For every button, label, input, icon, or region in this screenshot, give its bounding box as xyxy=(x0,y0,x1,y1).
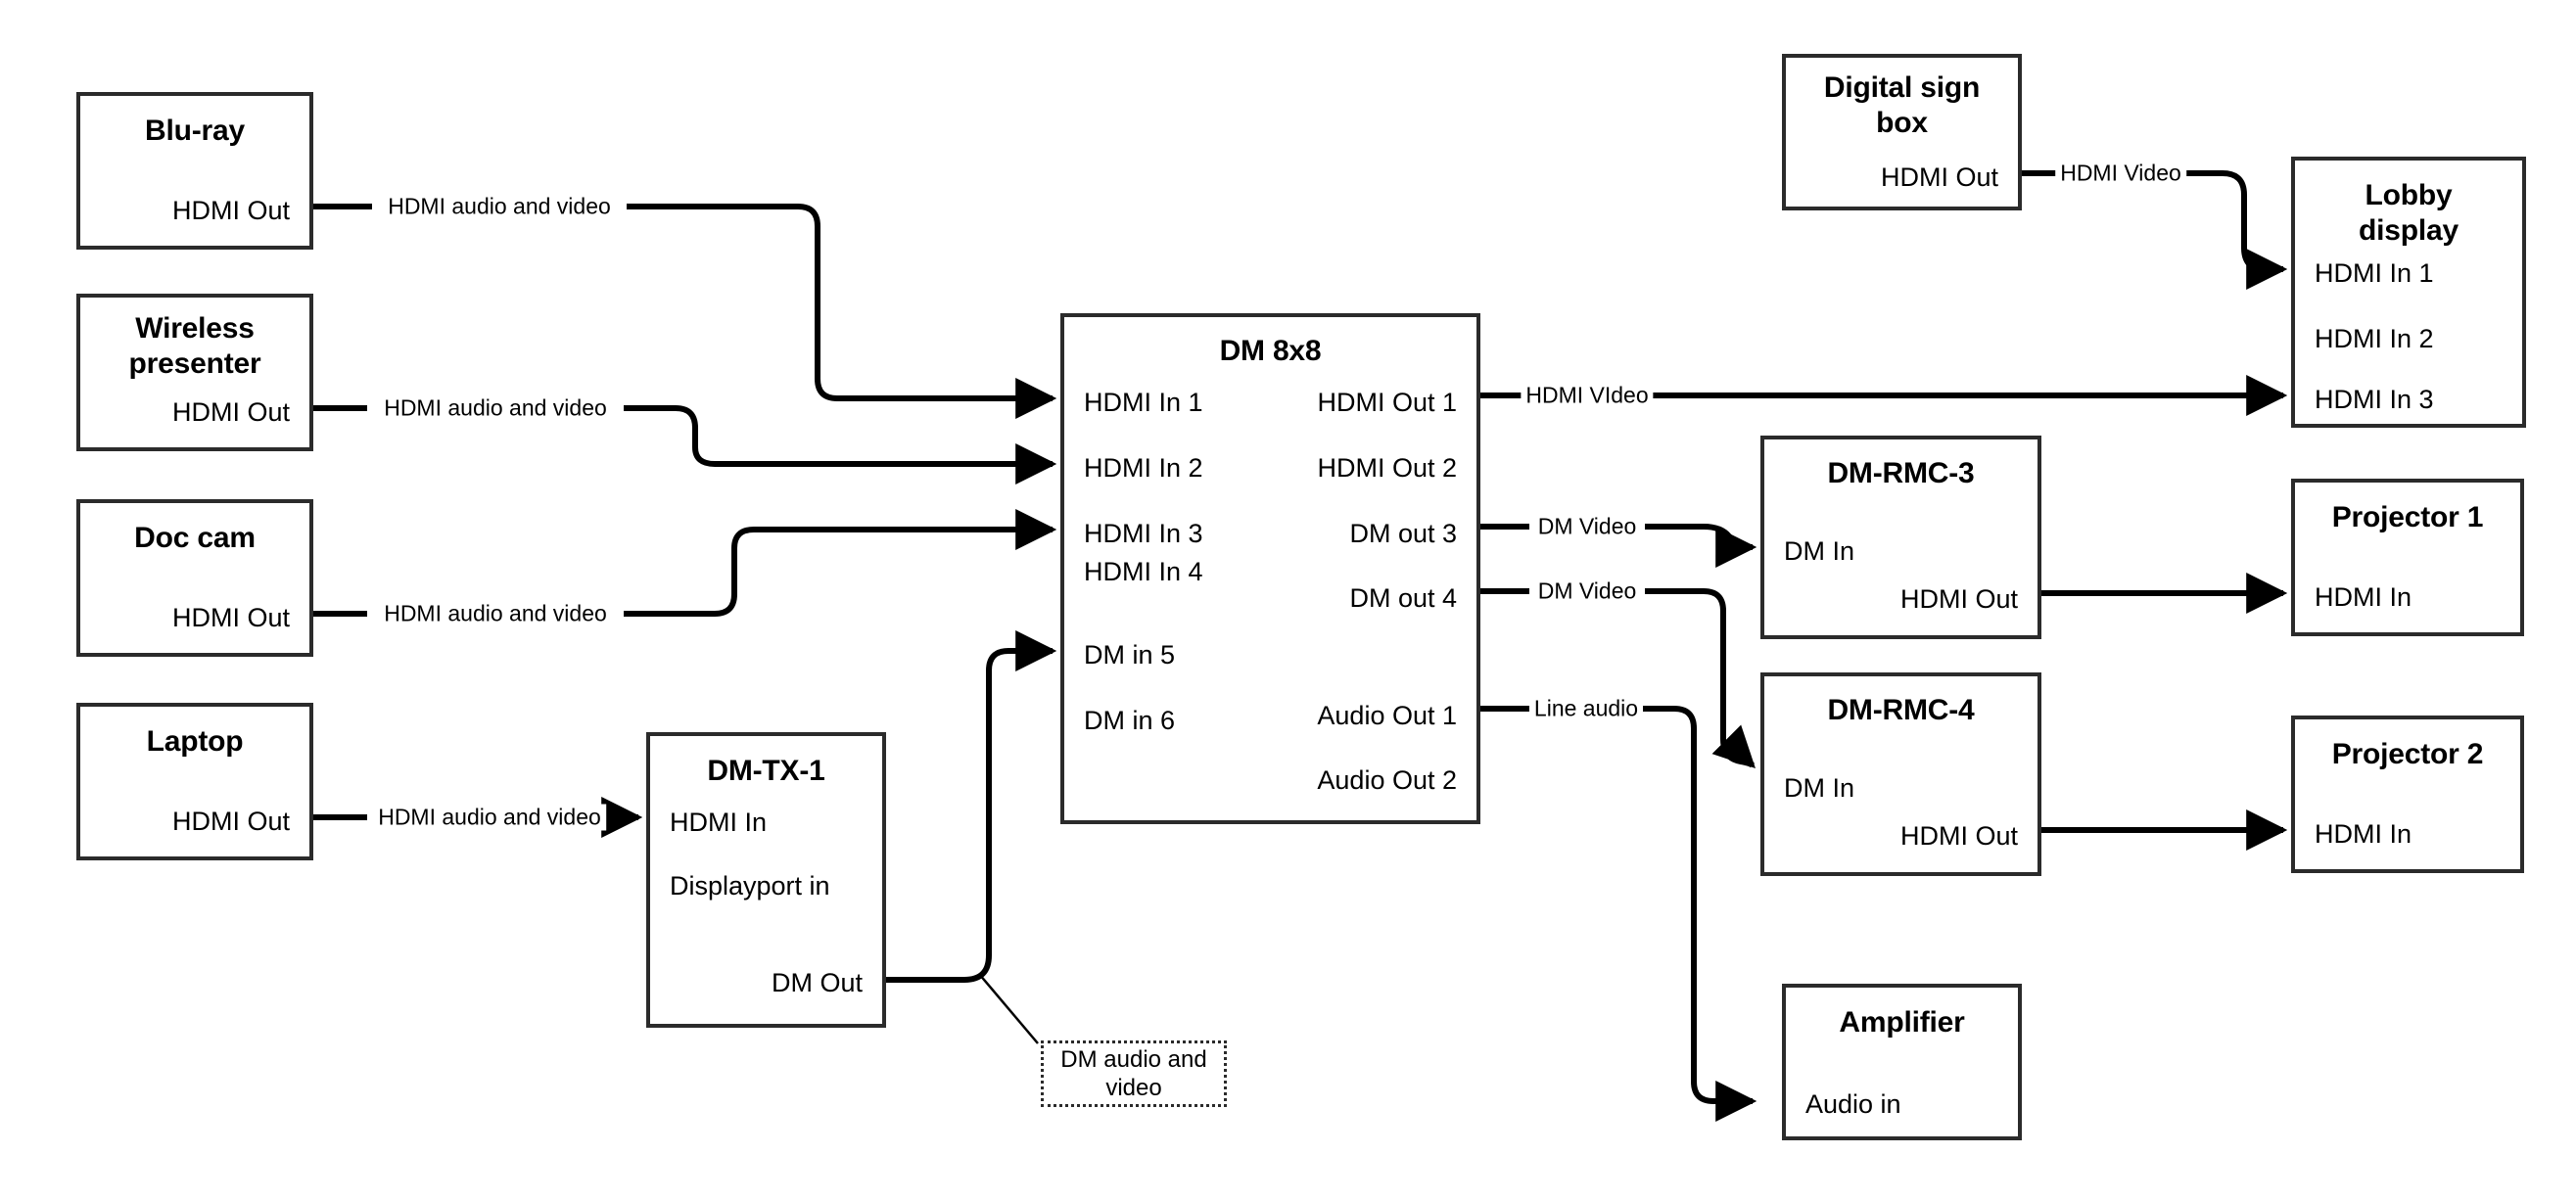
node-projector-2[interactable]: Projector 2 HDMI In xyxy=(2291,716,2524,873)
node-dm-8x8[interactable]: DM 8x8 HDMI In 1 HDMI In 2 HDMI In 3 HDM… xyxy=(1060,313,1480,824)
edge-label-dm-out1-hdmi-video: HDMI VIdeo xyxy=(1521,382,1654,409)
projector-1-title: Projector 1 xyxy=(2331,501,2484,533)
wire-dm-out3-to-rmc3-b xyxy=(1645,524,1757,568)
wire-blu-ray-to-dm-in-1-b xyxy=(627,204,1057,419)
dm-8x8-port-hdmi-in-2: HDMI In 2 xyxy=(1084,453,1203,483)
wireless-presenter-port-hdmi-out: HDMI Out xyxy=(171,397,290,427)
dm-8x8-port-dm-out-3: DM out 3 xyxy=(1349,519,1457,548)
edge-label-dm-out3-dm-video: DM Video xyxy=(1532,513,1642,540)
wire-wireless-to-dm-in-2-b xyxy=(624,405,1057,485)
node-digital-sign-box[interactable]: Digital sign box HDMI Out xyxy=(1782,54,2022,210)
dm-rmc-4-port-dm-in: DM In xyxy=(1784,773,1855,803)
dm-tx-1-port-hdmi-in: HDMI In xyxy=(670,808,768,837)
node-dm-rmc-4[interactable]: DM-RMC-4 DM In HDMI Out xyxy=(1760,672,2041,876)
callout-dm-audio-and-video: DM audio and video xyxy=(1041,1040,1227,1107)
digital-sign-box-port-hdmi-out: HDMI Out xyxy=(1880,162,1998,192)
wire-sign-to-lobby1-b xyxy=(2176,170,2288,290)
dm-8x8-port-audio-out-2: Audio Out 2 xyxy=(1317,765,1457,795)
dm-8x8-port-hdmi-out-1: HDMI Out 1 xyxy=(1317,388,1457,417)
node-doc-cam[interactable]: Doc cam HDMI Out xyxy=(76,499,313,657)
dm-rmc-3-port-hdmi-out: HDMI Out xyxy=(1899,584,2018,614)
node-dm-tx-1[interactable]: DM-TX-1 HDMI In Displayport in DM Out xyxy=(646,732,886,1028)
wire-dm-out4-to-rmc4-b xyxy=(1645,588,1756,768)
doc-cam-port-hdmi-out: HDMI Out xyxy=(171,603,290,632)
wireless-presenter-title-line-2: presenter xyxy=(128,347,261,380)
dm-tx-1-port-displayport-in: Displayport in xyxy=(670,871,830,901)
dm-8x8-port-hdmi-in-4: HDMI In 4 xyxy=(1084,557,1203,586)
projector-2-title: Projector 2 xyxy=(2331,738,2484,770)
digital-sign-box-title-line-1: Digital sign xyxy=(1823,71,1981,104)
dm-rmc-3-title: DM-RMC-3 xyxy=(1827,457,1975,489)
wire-doc-cam-to-dm-in-3-b xyxy=(624,509,1057,617)
dm-rmc-4-port-hdmi-out: HDMI Out xyxy=(1899,821,2018,851)
node-projector-1[interactable]: Projector 1 HDMI In xyxy=(2291,479,2524,636)
edge-label-dm-out4-dm-video: DM Video xyxy=(1532,577,1642,605)
node-laptop[interactable]: Laptop HDMI Out xyxy=(76,703,313,860)
dm-8x8-port-hdmi-in-3: HDMI In 3 xyxy=(1084,519,1203,548)
edge-label-sign-hdmi-video: HDMI Video xyxy=(2055,160,2186,187)
lobby-display-title-line-2: display xyxy=(2359,214,2459,247)
edge-label-doc-cam-hdmi-av: HDMI audio and video xyxy=(379,600,612,627)
amplifier-title: Amplifier xyxy=(1839,1006,1965,1039)
amplifier-port-audio-in: Audio in xyxy=(1805,1089,1901,1119)
projector-2-port-hdmi-in: HDMI In xyxy=(2315,819,2412,849)
node-dm-rmc-3[interactable]: DM-RMC-3 DM In HDMI Out xyxy=(1760,436,2041,639)
digital-sign-box-title-line-2: box xyxy=(1876,107,1928,139)
node-blu-ray[interactable]: Blu-ray HDMI Out xyxy=(76,92,313,250)
laptop-port-hdmi-out: HDMI Out xyxy=(171,807,290,836)
lobby-display-title-line-1: Lobby xyxy=(2365,179,2453,211)
laptop-title: Laptop xyxy=(146,725,244,758)
node-lobby-display[interactable]: Lobby display HDMI In 1 HDMI In 2 HDMI I… xyxy=(2291,157,2526,428)
edge-label-wireless-hdmi-av: HDMI audio and video xyxy=(379,394,612,422)
dm-8x8-title: DM 8x8 xyxy=(1219,335,1322,367)
wire-callout-leader xyxy=(978,973,1039,1044)
wireless-presenter-title-line-1: Wireless xyxy=(135,312,255,345)
dm-8x8-port-hdmi-in-1: HDMI In 1 xyxy=(1084,388,1203,417)
edge-label-laptop-hdmi-av: HDMI audio and video xyxy=(373,804,606,831)
node-wireless-presenter[interactable]: Wireless presenter HDMI Out xyxy=(76,294,313,451)
dm-8x8-port-audio-out-1: Audio Out 1 xyxy=(1317,701,1457,730)
lobby-display-port-hdmi-in-3: HDMI In 3 xyxy=(2315,385,2434,414)
dm-rmc-3-port-dm-in: DM In xyxy=(1784,536,1855,566)
edge-label-blu-ray-hdmi-av: HDMI audio and video xyxy=(383,193,616,220)
blu-ray-port-hdmi-out: HDMI Out xyxy=(171,196,290,225)
wire-tx-to-dm-in-5 xyxy=(886,630,1057,983)
blu-ray-title: Blu-ray xyxy=(145,115,245,147)
lobby-display-port-hdmi-in-2: HDMI In 2 xyxy=(2315,324,2434,353)
doc-cam-title: Doc cam xyxy=(134,522,256,554)
dm-tx-1-title: DM-TX-1 xyxy=(707,755,825,787)
projector-1-port-hdmi-in: HDMI In xyxy=(2315,582,2412,612)
dm-rmc-4-title: DM-RMC-4 xyxy=(1827,694,1975,726)
dm-8x8-port-dm-in-5: DM in 5 xyxy=(1084,640,1176,670)
wire-audio-out1-to-amp-b xyxy=(1643,706,1757,1122)
dm-8x8-port-dm-in-6: DM in 6 xyxy=(1084,706,1176,735)
edge-label-line-audio: Line audio xyxy=(1528,695,1644,722)
node-amplifier[interactable]: Amplifier Audio in xyxy=(1782,984,2022,1140)
lobby-display-port-hdmi-in-1: HDMI In 1 xyxy=(2315,258,2434,288)
dm-8x8-port-hdmi-out-2: HDMI Out 2 xyxy=(1317,453,1457,483)
dm-tx-1-port-dm-out: DM Out xyxy=(771,968,863,997)
dm-8x8-port-dm-out-4: DM out 4 xyxy=(1349,583,1457,613)
